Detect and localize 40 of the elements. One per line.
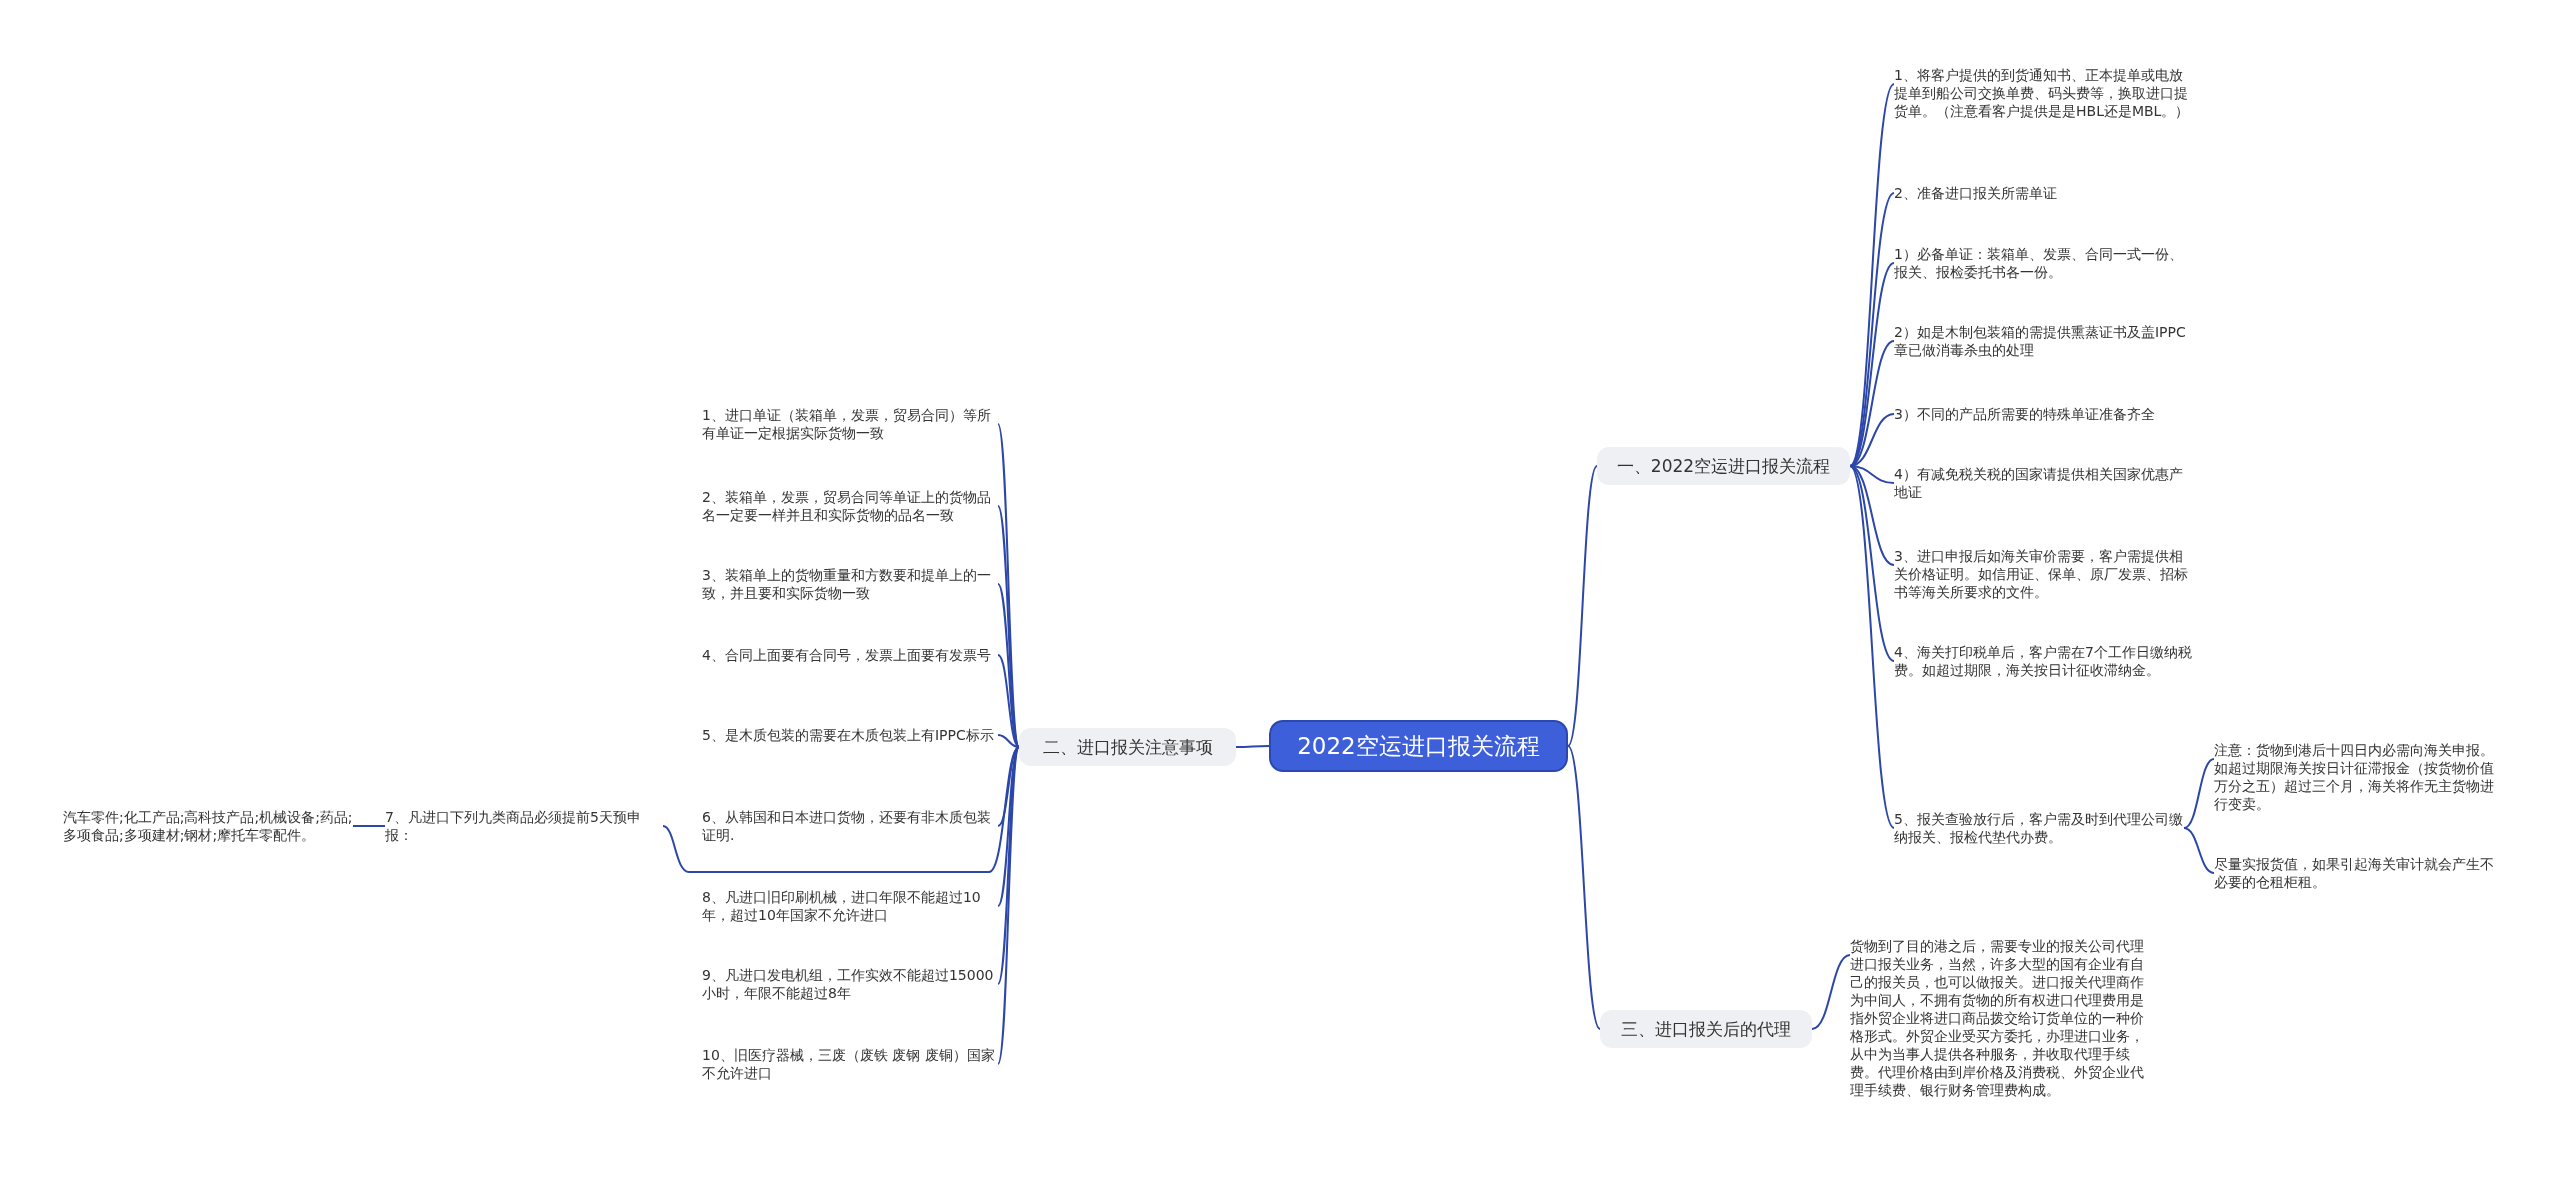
connector xyxy=(2183,758,2215,829)
branch-text: 2、准备进口报关所需单证 xyxy=(1894,184,2194,202)
connector xyxy=(1235,745,1270,748)
branch-text: 1、将客户提供的到货通知书、正本提单或电放提单到船公司交换单费、码头费等，换取进口提货单。（注意看客户提供是是HBL还是MBL。） xyxy=(1894,66,2194,120)
central-topic-box: 2022空运进口报关流程 xyxy=(1269,720,1568,772)
branch-text: 货物到了目的港之后，需要专业的报关公司代理进口报关业务，当然，许多大型的国有企业有自己的报关员，也可以做报关。进口报关代理商作为中间人，不拥有货物的所有权进口代理费用是指外贸企业将进口商品拨交给订货单位的一种价格形式。外贸企业受买方委托，办理进口业务，从中为当事人提供各种服务，并收取代理手续费。代理价格由到岸价格及消费税、外贸企业代理手续费、银行财务管理费构成。 xyxy=(1850,937,2152,1099)
connector xyxy=(997,734,1020,748)
branch-text: 4、海关打印税单后，客户需在7个工作日缴纳税费。如超过期限，海关按日计征收滞纳金。 xyxy=(1894,643,2194,679)
connector xyxy=(1849,465,1895,566)
branch-text: 2）如是木制包装箱的需提供熏蒸证书及盖IPPC章已做消毒杀虫的处理 xyxy=(1894,323,2194,359)
connector xyxy=(1849,465,1895,662)
branch-text: 3、进口申报后如海关审价需要，客户需提供相关价格证明。如信用证、保单、原厂发票、招标书等海关所要求的文件。 xyxy=(1894,547,2194,601)
branch-text: 1）必备单证：装箱单、发票、合同一式一份、报关、报检委托书各一份。 xyxy=(1894,245,2194,281)
branch-text: 6、从韩国和日本进口货物，还要有非木质包装证明. xyxy=(702,808,998,844)
connector xyxy=(1567,465,1598,747)
branch-text: 注意：货物到港后十四日内必需向海关申报。如超过期限海关按日计征滞报金（按货物价值万分之五）超过三个月，海关将作无主货物进行变卖。 xyxy=(2214,741,2504,813)
branch-text: 尽量实报货值，如果引起海关审计就会产生不必要的仓租柜租。 xyxy=(2214,855,2504,891)
connector xyxy=(352,825,386,827)
connector xyxy=(997,654,1020,748)
branch-text: 8、凡进口旧印刷机械，进口年限不能超过10年，超过10年国家不允许进口 xyxy=(702,888,998,924)
connector xyxy=(1567,745,1601,1030)
branch-text: 汽车零件;化工产品;高科技产品;机械设备;药品;多项食品;多项建材;钢材;摩托车零配件。 xyxy=(63,808,353,844)
branch-text: 3）不同的产品所需要的特殊单证准备齐全 xyxy=(1894,405,2194,423)
topic-box: 三、进口报关后的代理 xyxy=(1600,1010,1812,1048)
branch-text: 2、装箱单，发票，贸易合同等单证上的货物品名一定要一样并且和实际货物的品名一致 xyxy=(702,488,998,524)
branch-text: 10、旧医疗器械，三废（废铁 废钢 废铜）国家不允许进口 xyxy=(702,1046,998,1082)
topic-box: 二、进口报关注意事项 xyxy=(1019,728,1236,766)
connector xyxy=(2183,827,2215,874)
branch-text: 1、进口单证（装箱单，发票，贸易合同）等所有单证一定根据实际货物一致 xyxy=(702,406,998,442)
connector xyxy=(662,746,1020,873)
branch-text: 9、凡进口发电机组，工作实效不能超过15000小时，年限不能超过8年 xyxy=(702,966,998,1002)
branch-text: 4）有减免税关税的国家请提供相关国家优惠产地证 xyxy=(1894,465,2194,501)
connector xyxy=(1811,954,1851,1030)
branch-text: 7、凡进口下列九类商品必须提前5天预申报： xyxy=(385,808,663,844)
branch-text: 3、装箱单上的货物重量和方数要和提单上的一致，并且要和实际货物一致 xyxy=(702,566,998,602)
branch-text: 4、合同上面要有合同号，发票上面要有发票号 xyxy=(702,646,998,664)
topic-box: 一、2022空运进口报关流程 xyxy=(1597,447,1850,485)
connector xyxy=(1849,465,1895,829)
branch-text: 5、报关查验放行后，客户需及时到代理公司缴纳报关、报检代垫代办费。 xyxy=(1894,810,2184,846)
branch-text: 5、是木质包装的需要在木质包装上有IPPC标示 xyxy=(702,726,998,744)
